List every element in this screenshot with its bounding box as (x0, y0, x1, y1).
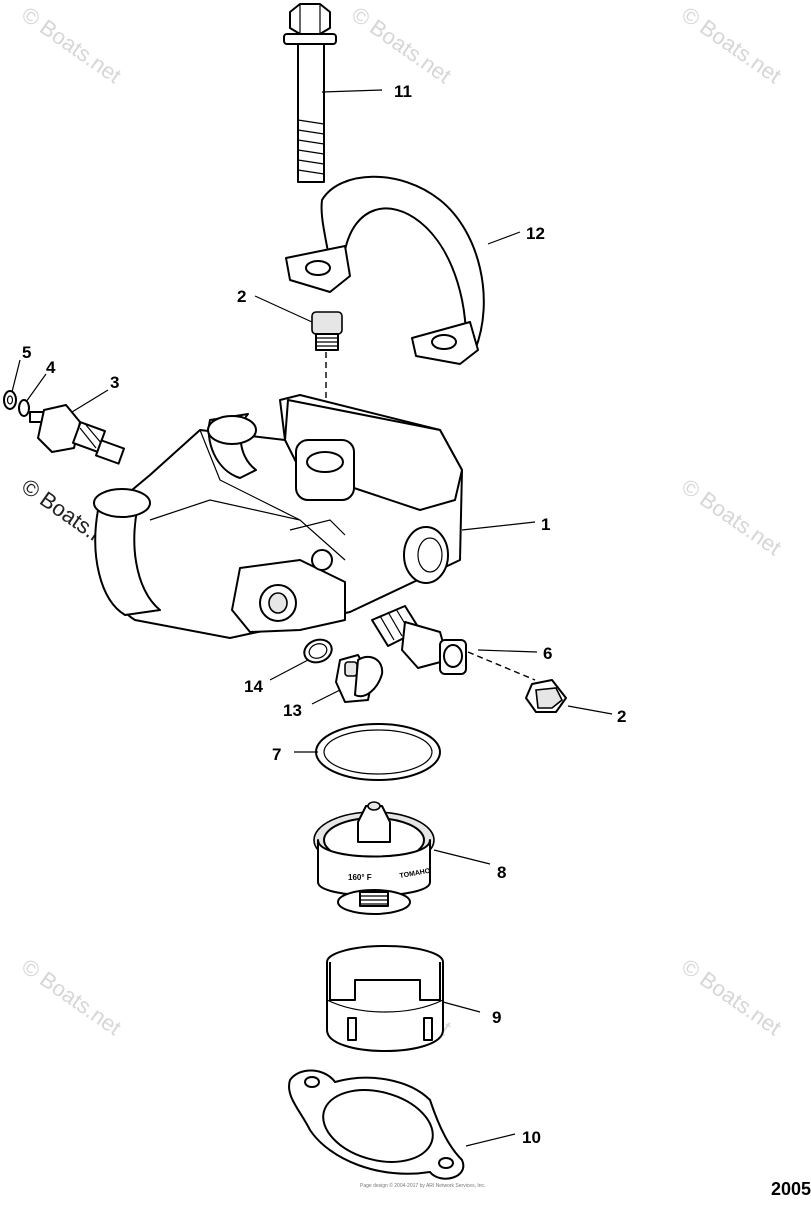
callout-4: 4 (46, 358, 56, 377)
part-temp-sender-6[interactable] (371, 605, 536, 681)
callout-6: 6 (543, 644, 552, 663)
callout-13: 13 (283, 701, 302, 720)
part-oring-14[interactable] (301, 636, 335, 666)
part-valve-13[interactable] (335, 654, 384, 703)
callout-3: 3 (110, 373, 119, 392)
thermostat-temperature-marking: 160° F (348, 873, 372, 882)
watermark: © Boats.net (677, 954, 786, 1041)
part-nut-5[interactable] (3, 390, 17, 410)
part-gasket-10[interactable] (288, 1069, 465, 1180)
part-plug-2-top[interactable] (311, 311, 343, 430)
callout-2-right: 2 (617, 707, 626, 726)
footer-copyright: Page design © 2004-2017 by ARI Network S… (360, 1183, 486, 1189)
part-sleeve-9[interactable] (326, 945, 444, 1052)
part-plug-2-right[interactable] (525, 679, 567, 713)
callout-8: 8 (497, 863, 506, 882)
callout-10: 10 (522, 1128, 541, 1147)
callout-5: 5 (22, 343, 31, 362)
watermark: © Boats.net (677, 474, 786, 561)
part-housing-1[interactable] (93, 394, 463, 639)
callout-14: 14 (244, 677, 263, 696)
part-bracket-12[interactable] (285, 175, 485, 365)
callout-labels: 11 12 2 5 4 3 1 6 2 14 13 7 8 9 10 (22, 82, 626, 1147)
callout-11: 11 (394, 82, 412, 101)
watermark: © Boats.net (677, 2, 786, 89)
watermark: © Boats.net (17, 954, 126, 1041)
leader-lines (11, 89, 613, 1147)
watermark: © Boats.net (17, 2, 126, 89)
part-sender-3[interactable] (29, 404, 126, 465)
part-washer-4[interactable] (18, 399, 30, 417)
callout-9: 9 (492, 1008, 501, 1027)
part-seal-7[interactable] (315, 723, 441, 781)
part-thermostat-8[interactable]: 160° F TOMAHO (313, 801, 435, 915)
watermark: © Boats.net (347, 2, 456, 89)
callout-1: 1 (541, 515, 550, 534)
callout-12: 12 (526, 224, 545, 243)
callout-2-top: 2 (237, 287, 246, 306)
callout-7: 7 (272, 745, 281, 764)
year-code: 2005 (770, 1179, 811, 1199)
part-bolt-11[interactable] (283, 3, 337, 183)
